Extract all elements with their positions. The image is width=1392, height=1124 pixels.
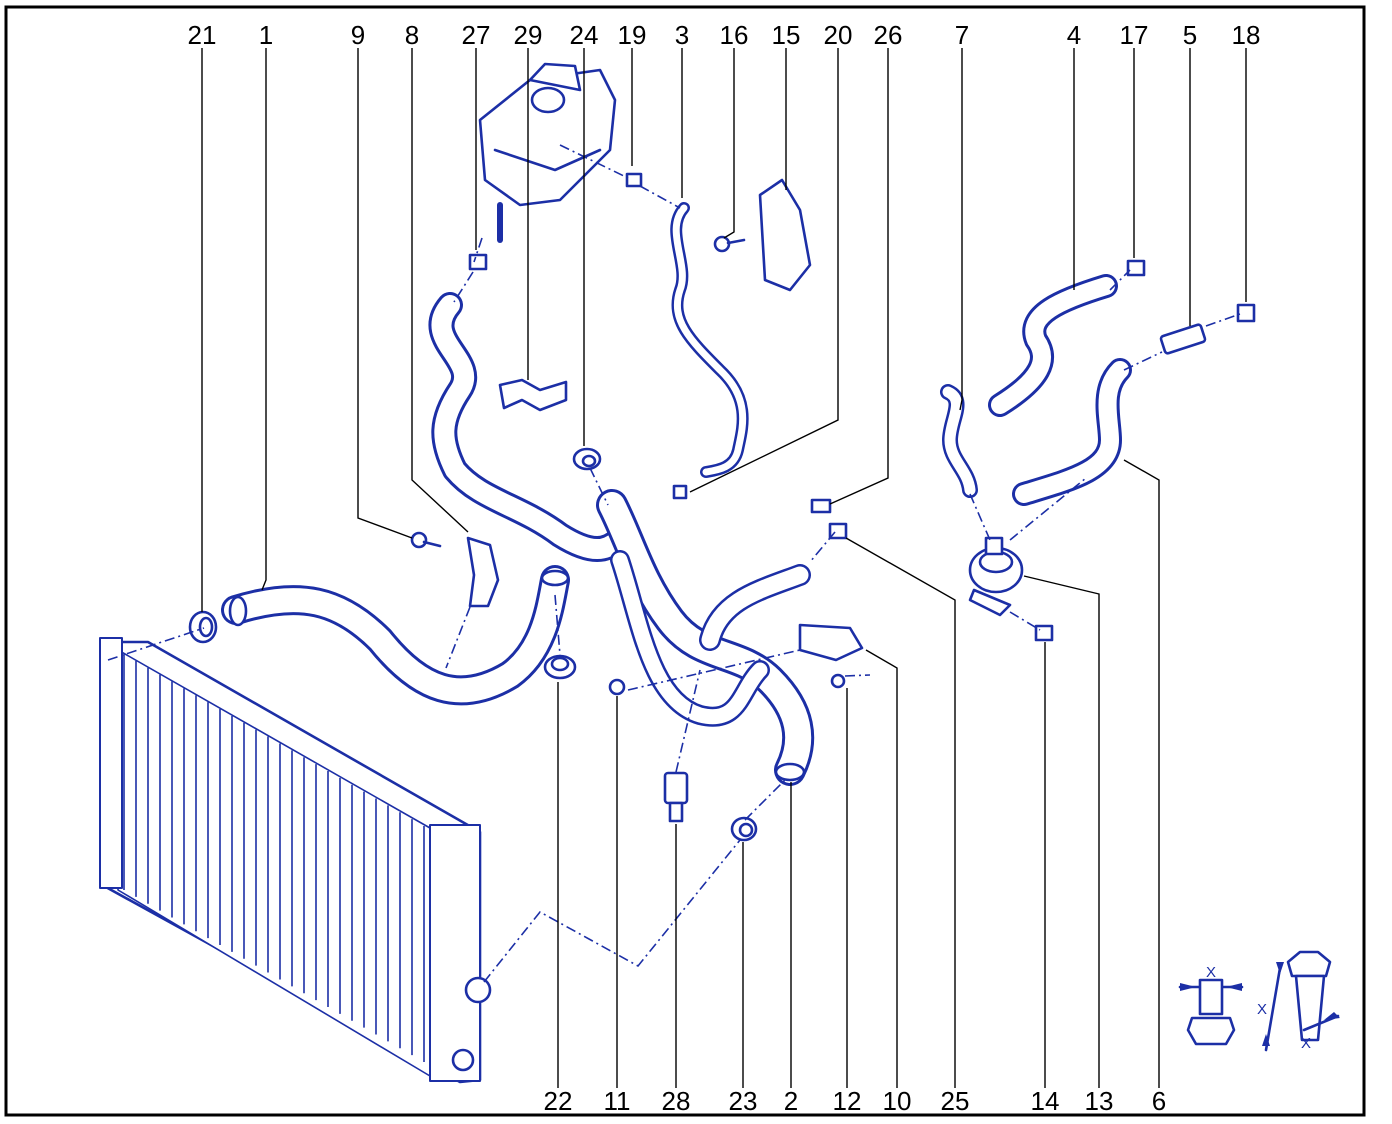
bracket-clip-29 — [498, 378, 568, 412]
callout-29: 29 — [514, 20, 543, 50]
callout-18: 18 — [1232, 20, 1261, 50]
callout-15: 15 — [772, 20, 801, 50]
nut-11 — [608, 678, 626, 696]
callout-28: 28 — [662, 1086, 691, 1116]
torque-symbol-nut: X — [1178, 964, 1244, 1046]
clamp-23 — [730, 816, 758, 842]
clamp-21 — [188, 610, 218, 644]
callout-16: 16 — [720, 20, 749, 50]
callout-9: 9 — [351, 20, 365, 50]
callout-6: 6 — [1152, 1086, 1166, 1116]
clip-19 — [625, 172, 643, 188]
clip-20 — [672, 484, 688, 500]
callout-23: 23 — [729, 1086, 758, 1116]
callout-14: 14 — [1031, 1086, 1060, 1116]
callout-20: 20 — [824, 20, 853, 50]
bolt-16 — [713, 235, 746, 253]
bolt-12 — [830, 673, 846, 689]
bracket-10 — [798, 623, 864, 662]
expansion-tank — [478, 62, 617, 243]
callout-25: 25 — [941, 1086, 970, 1116]
callout-27: 27 — [462, 20, 491, 50]
clamp-24 — [572, 447, 602, 471]
bracket-15 — [758, 178, 812, 292]
callouts-top: 21 1 9 8 27 29 24 19 3 16 15 20 26 7 4 1… — [188, 20, 1261, 50]
torque-symbol-bolt-length-label: X — [1257, 1001, 1267, 1018]
hose-upper-loop — [428, 292, 633, 562]
callout-13: 13 — [1085, 1086, 1114, 1116]
hose-6 — [1012, 358, 1132, 506]
callout-26: 26 — [874, 20, 903, 50]
hose-7 — [940, 384, 978, 498]
callout-4: 4 — [1067, 20, 1081, 50]
clip-17 — [1126, 259, 1146, 277]
callout-22: 22 — [544, 1086, 573, 1116]
temperature-sensor-28 — [663, 771, 689, 823]
callouts-bottom: 22 11 28 23 2 12 10 25 14 13 6 — [544, 1086, 1167, 1116]
sensor-5 — [1159, 323, 1207, 355]
callout-8: 8 — [405, 20, 419, 50]
hose-1 — [221, 565, 570, 706]
bracket-8 — [466, 536, 500, 608]
clip-27 — [468, 253, 488, 271]
torque-symbol-bolt-diameter-label: X — [1301, 1035, 1311, 1052]
diagram-frame — [4, 5, 1366, 1117]
clamp-22 — [543, 654, 577, 680]
leader-lines — [201, 48, 1247, 1088]
callout-17: 17 — [1120, 20, 1149, 50]
clip-25 — [828, 522, 848, 540]
callout-19: 19 — [618, 20, 647, 50]
callout-21: 21 — [188, 20, 217, 50]
hose-3 — [670, 202, 749, 478]
clip-14 — [1034, 624, 1054, 642]
callout-1: 1 — [259, 20, 273, 50]
torque-symbol-bolt: X X — [1257, 950, 1340, 1052]
bolt-9 — [410, 531, 442, 549]
callout-3: 3 — [675, 20, 689, 50]
clip-26 — [810, 498, 832, 514]
callout-24: 24 — [570, 20, 599, 50]
callout-2: 2 — [784, 1086, 798, 1116]
assembly-lines — [107, 144, 1241, 983]
callout-11: 11 — [604, 1086, 631, 1116]
callout-12: 12 — [833, 1086, 862, 1116]
hose-2 — [596, 489, 815, 786]
clip-18 — [1236, 303, 1256, 323]
torque-symbol-nut-label: X — [1206, 964, 1216, 981]
callout-10: 10 — [883, 1086, 912, 1116]
hose-4 — [988, 274, 1118, 417]
water-pump-13 — [968, 536, 1024, 617]
radiator — [99, 637, 492, 1084]
callout-7: 7 — [955, 20, 969, 50]
callout-5: 5 — [1183, 20, 1197, 50]
